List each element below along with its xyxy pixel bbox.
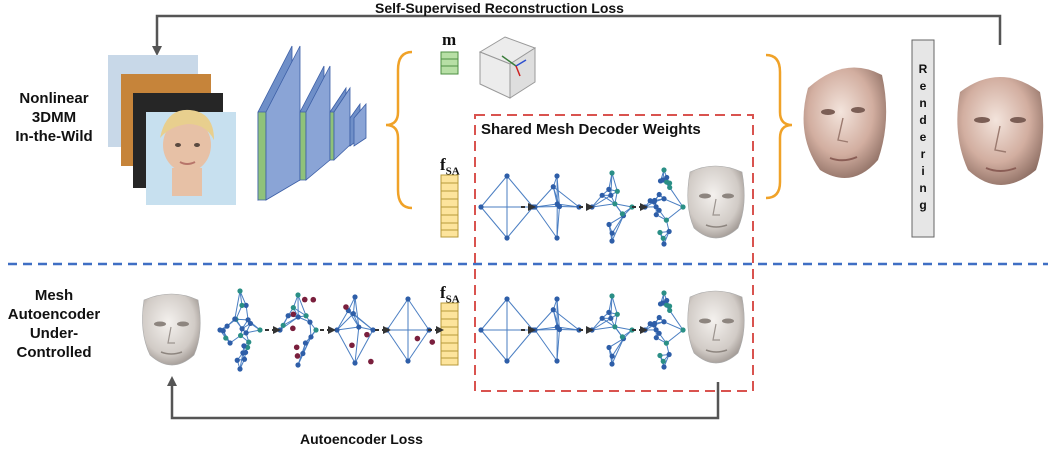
fsa-label-top: fSA [440, 155, 460, 177]
rendering-letter: n [913, 181, 933, 195]
encoder-mesh-3 [334, 294, 375, 365]
top-side-line-2: 3DMM [6, 108, 102, 127]
left-brace [386, 52, 412, 208]
rendering-letter: n [913, 96, 933, 110]
fsa-vector-bottom [441, 303, 458, 365]
rendering-label: R e n d e r i n g [913, 62, 933, 222]
face-mesh-shape-bottom-left [142, 294, 200, 365]
bottom-side-line-2: Autoencoder [6, 305, 102, 324]
pose-cube-icon [480, 37, 535, 98]
fsa-label-bottom: fSA [440, 283, 460, 305]
rendering-letter: i [913, 164, 933, 178]
self-supervised-loss-arrow [157, 16, 1000, 52]
right-brace [766, 55, 792, 198]
input-photo-stack [108, 55, 236, 205]
top-side-line-1: Nonlinear [6, 89, 102, 108]
face-mesh-shape-bottom-right [688, 291, 745, 363]
m-latent-vector [441, 52, 458, 74]
bottom-side-line-4: Controlled [6, 343, 102, 362]
decoder-mesh-bottom-1 [478, 296, 535, 363]
decoder-mesh-bottom-2 [532, 296, 581, 363]
face-mesh-shape-top [688, 166, 745, 238]
decoder-mesh-top-2 [532, 173, 581, 240]
rendering-letter: R [913, 62, 933, 76]
top-side-line-3: In-the-Wild [6, 127, 102, 146]
rendering-letter: e [913, 130, 933, 144]
fsa-vector-top [441, 175, 458, 237]
shared-decoder-title: Shared Mesh Decoder Weights [481, 121, 701, 138]
rendering-letter: e [913, 79, 933, 93]
rendering-letter: g [913, 198, 933, 212]
face-mesh-textured-right [957, 77, 1043, 185]
self-supervised-loss-label: Self-Supervised Reconstruction Loss [375, 0, 624, 16]
autoencoder-loss-arrow [172, 380, 718, 418]
bottom-side-line-3: Under- [6, 324, 102, 343]
rendering-letter: r [913, 147, 933, 161]
bottom-side-line-1: Mesh [6, 286, 102, 305]
decoder-mesh-top-4 [642, 167, 685, 246]
decoder-mesh-bottom-3 [589, 293, 634, 366]
fsa-subscript: SA [446, 293, 460, 305]
encoder-mesh-1 [217, 288, 262, 371]
face-mesh-textured-left [804, 67, 887, 178]
encoder-mesh-4 [384, 296, 435, 363]
decoder-mesh-bottom-4 [642, 290, 685, 369]
autoencoder-loss-label: Autoencoder Loss [300, 431, 423, 447]
decoder-mesh-top-3 [589, 170, 634, 243]
bottom-side-label: Mesh Autoencoder Under- Controlled [6, 286, 102, 362]
m-vector-label: m [442, 30, 456, 50]
rendering-letter: d [913, 113, 933, 127]
top-side-label: Nonlinear 3DMM In-the-Wild [6, 89, 102, 146]
decoder-mesh-top-1 [478, 173, 535, 240]
encoder-mesh-2 [277, 292, 318, 367]
fsa-subscript: SA [446, 165, 460, 177]
cnn-encoder [258, 46, 366, 200]
